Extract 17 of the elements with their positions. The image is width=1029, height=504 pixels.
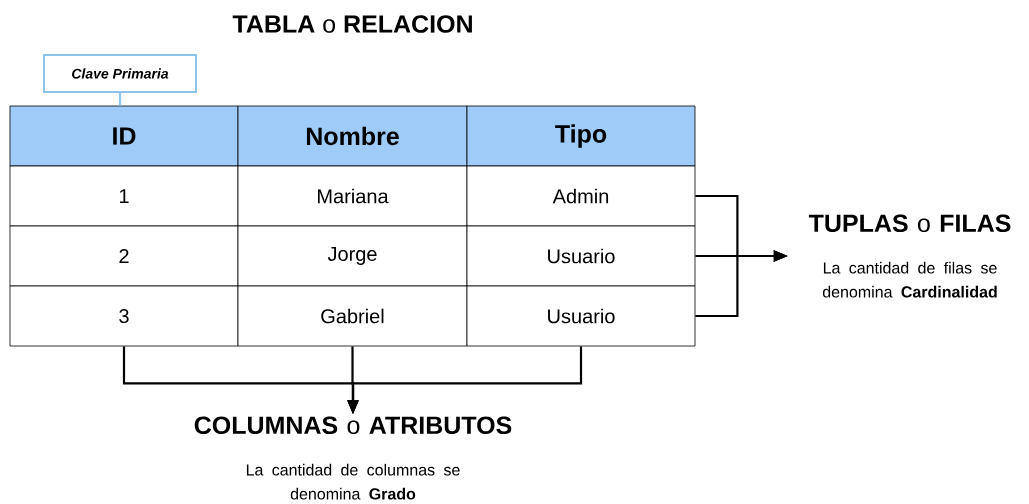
table-cell: Gabriel <box>237 285 468 347</box>
table-cell: 3 <box>9 285 239 347</box>
header-cell: Nombre <box>237 105 468 167</box>
table-cell: Jorge <box>237 225 468 287</box>
table-cell: Usuario <box>466 225 696 287</box>
header-cell: ID <box>9 105 239 167</box>
heading-text: COLUMNAS o ATRIBUTOS La cantidad de columnas se denomina Grado <box>194 416 512 500</box>
table-cell: 2 <box>9 225 239 287</box>
table-cell: Admin <box>466 165 696 227</box>
table-cell: Mariana <box>237 165 468 227</box>
title: TABLA o RELACION <box>232 15 472 33</box>
key-label-box: Clave Primaria <box>43 54 197 93</box>
table-cell: 1 <box>9 165 239 227</box>
heading-text: TUPLAS o FILAS La cantidad de filas se denomina Cardinalidad <box>808 214 1011 298</box>
connector-line <box>118 93 122 106</box>
header-cell: Tipo <box>466 105 696 167</box>
table-cell: Usuario <box>466 285 696 347</box>
